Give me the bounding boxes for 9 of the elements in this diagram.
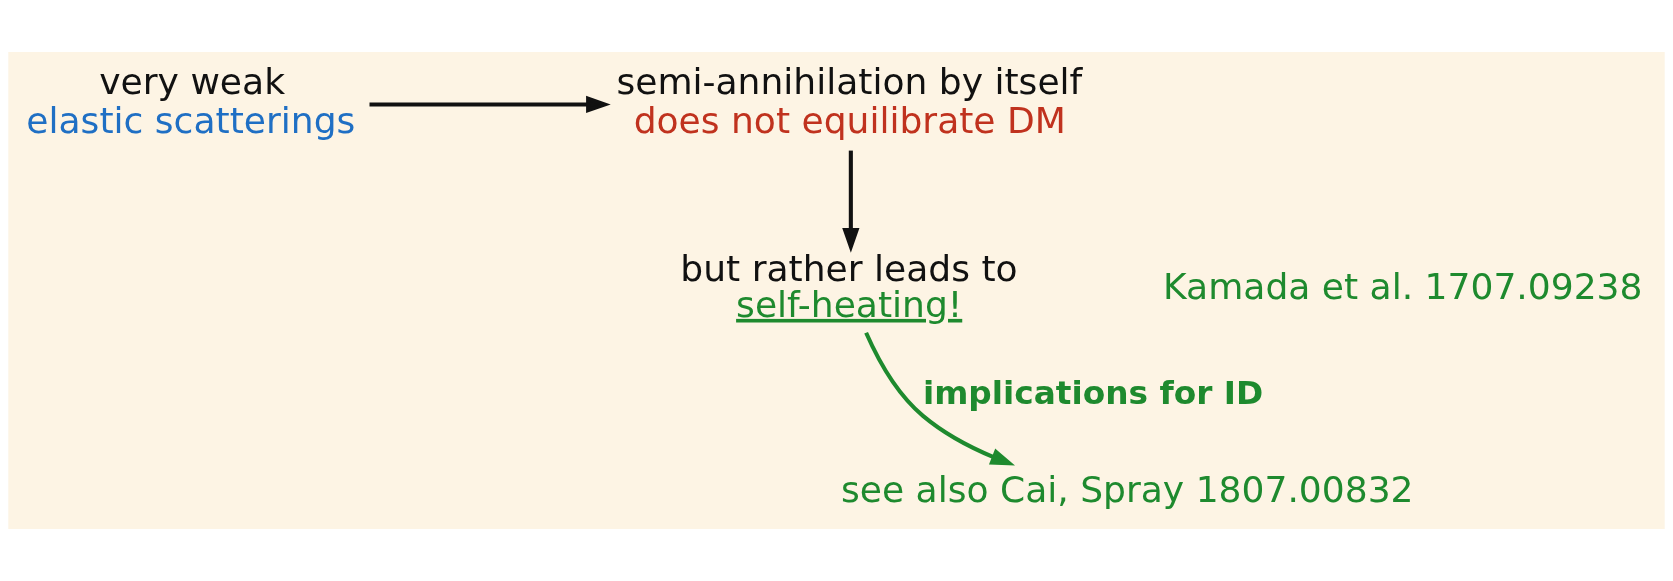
arrow xyxy=(842,150,860,253)
node-text: but rather leads to self-heating! xyxy=(680,247,1018,326)
arrow xyxy=(369,95,611,114)
node-text: very weak elastic scatterings xyxy=(26,60,356,143)
node-text: semi-annihilation by itself does not equilibrate DM xyxy=(616,60,1083,143)
label: Kamada et al. 1707.09238 xyxy=(1163,265,1643,308)
arrow xyxy=(864,331,1016,466)
node-text: see also Cai, Spray 1807.00832 xyxy=(841,469,1414,512)
edge-label: implications for ID xyxy=(922,374,1264,413)
